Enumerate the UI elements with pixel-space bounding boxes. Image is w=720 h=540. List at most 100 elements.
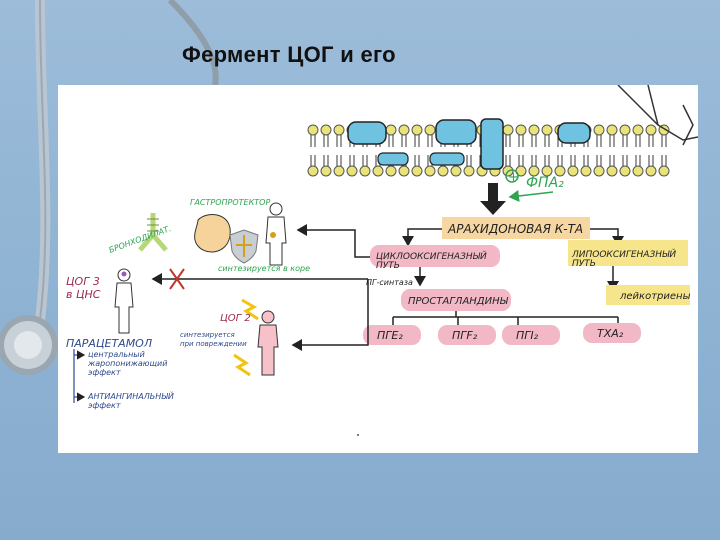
lipid-tail — [661, 135, 667, 166]
lipid-head — [528, 165, 540, 177]
lipid-head — [307, 124, 319, 136]
lipid-head — [385, 124, 397, 136]
lipid-head — [554, 165, 566, 177]
lipid-head — [463, 165, 475, 177]
lipid-tail — [401, 135, 407, 166]
membrane-protein — [377, 152, 409, 166]
cns-person-figure — [114, 268, 134, 334]
product-box — [438, 325, 496, 345]
lipid-head — [450, 165, 462, 177]
lipid-head — [424, 165, 436, 177]
bronchodilation-label: БРОНХОДИЛАТ. — [108, 224, 173, 255]
lipid-head — [398, 165, 410, 177]
arachidonic-acid-box — [442, 217, 590, 239]
lipid-head — [541, 124, 553, 136]
lipid-tail — [336, 135, 342, 166]
lipid-tail — [544, 135, 550, 166]
effect-arrow — [291, 279, 369, 351]
lipid-tail — [414, 135, 420, 166]
lipid-head — [606, 124, 618, 136]
lipid-head — [632, 124, 644, 136]
lipid-tail — [427, 135, 433, 166]
lipid-head — [398, 124, 410, 136]
arachidonic-acid-label: АРАХИДОНОВАЯ К-ТА — [447, 222, 583, 236]
leukotrienes-box — [606, 285, 690, 305]
lipid-head — [619, 124, 631, 136]
prostaglandin-products: ПГЕ₂ ПГF₂ ПГI₂ ТХА₂ — [363, 323, 641, 345]
lipid-head — [437, 165, 449, 177]
cox-path-box — [370, 245, 500, 267]
product-label: ПГF₂ — [452, 329, 478, 342]
cox2-label: ЦОГ 2 — [220, 313, 251, 324]
slide-title: Фермент ЦОГ и его — [182, 42, 396, 67]
effect-arrow — [296, 224, 370, 258]
product-box — [583, 323, 641, 343]
lipid-head — [307, 165, 319, 177]
lipid-head — [424, 124, 436, 136]
gastroprotector-label: ГАСТРОПРОТЕКТОР — [190, 198, 270, 207]
product-label: ТХА₂ — [597, 327, 624, 340]
synth-in-body-label: синтезируется в коре — [218, 264, 310, 273]
cox-pathway-diagram: + ФПА₂ АРАХИДОНОВАЯ К-ТА ЦИКЛООКСИГЕНАЗН… — [66, 85, 698, 436]
bronchi-icon — [138, 213, 168, 252]
lipid-head — [645, 124, 657, 136]
leukotrienes-label: лейкотриены — [619, 291, 691, 302]
lipid-head — [515, 124, 527, 136]
membrane-channel — [480, 118, 504, 170]
stomach-icon — [194, 214, 231, 253]
product-box — [502, 325, 560, 345]
pg-synthase-label: ПГ-синтаза — [366, 278, 413, 287]
injured-person-figure — [257, 310, 279, 376]
plus-sign: + — [508, 170, 519, 185]
lipid-head — [528, 124, 540, 136]
product-label: ПГI₂ — [516, 329, 539, 342]
lipid-tail — [635, 135, 641, 166]
prostaglandins-label: ПРОСТАГЛАНДИНЫ — [408, 296, 509, 307]
lipid-head — [580, 165, 592, 177]
lipid-head — [658, 165, 670, 177]
lipid-tail — [596, 135, 602, 166]
lightning-icon — [233, 353, 251, 377]
lipid-tail — [518, 135, 524, 166]
membrane-protein — [429, 152, 465, 166]
lox-path-box — [568, 240, 688, 266]
lipid-tail — [609, 135, 615, 166]
lipid-head — [606, 165, 618, 177]
lipid-tail — [531, 135, 537, 166]
lipid-head — [619, 165, 631, 177]
lipid-tail — [388, 135, 394, 166]
block-cross-icon — [169, 268, 185, 290]
lipid-head — [645, 165, 657, 177]
membrane-protein — [557, 122, 591, 144]
lipid-head — [593, 124, 605, 136]
membrane-protein — [435, 119, 477, 145]
lipid-tail — [622, 135, 628, 166]
lipid-head — [346, 165, 358, 177]
lipid-head — [567, 165, 579, 177]
lipid-head — [632, 165, 644, 177]
lipid-tail — [310, 135, 316, 166]
lipid-head — [541, 165, 553, 177]
lipid-head — [502, 124, 514, 136]
paracetamol-label: ПАРАЦЕТАМОЛ — [66, 337, 152, 350]
fpa2-label: ФПА₂ — [526, 175, 564, 191]
sketch-lines — [617, 85, 698, 141]
prostaglandins-box — [401, 289, 511, 311]
lipid-head — [372, 165, 384, 177]
cell-membrane — [307, 118, 670, 177]
lipid-head — [320, 165, 332, 177]
lightning-icon — [241, 298, 259, 321]
product-box — [363, 325, 421, 345]
lipid-head — [593, 165, 605, 177]
lipid-tail — [323, 135, 329, 166]
membrane-protein — [347, 121, 387, 145]
product-label: ПГЕ₂ — [377, 329, 403, 342]
lipid-head — [359, 165, 371, 177]
